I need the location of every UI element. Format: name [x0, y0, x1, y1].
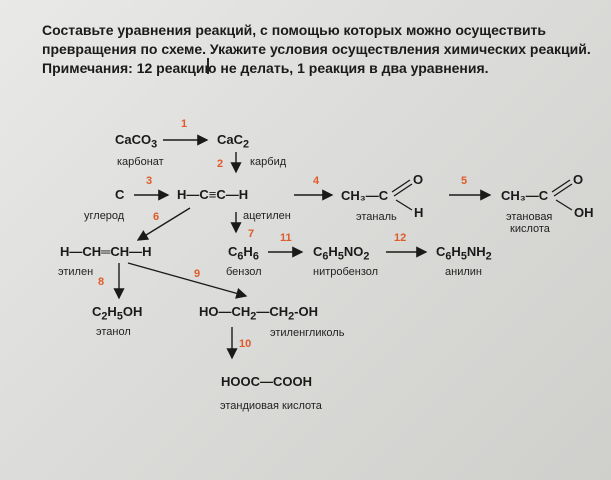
name-aniline: анилин: [445, 266, 482, 278]
reaction-number-10: 10: [239, 338, 252, 350]
acid-oxygen: O: [573, 172, 584, 187]
name-ethylene-glycol: этиленгликоль: [270, 327, 345, 339]
reaction-number-8: 8: [98, 276, 105, 288]
task-line-1: Составьте уравнения реакций, с помощью к…: [42, 22, 547, 38]
reaction-number-6: 6: [153, 211, 160, 223]
task-line-3: Примечания: 12 реакцию не делать, 1 реак…: [42, 60, 489, 76]
formula-ethylene-glycol: HO—CH2—CH2-OH: [199, 304, 318, 323]
formula-nitrobenzene: C6H5NO2: [313, 244, 370, 263]
name-oxalic-acid: этандиовая кислота: [220, 400, 322, 412]
formula-ethanal: CH₃—C: [341, 188, 389, 203]
name-carbide: карбид: [250, 156, 287, 168]
ethanal-double-bond-a: [391, 179, 411, 193]
formula-cac2: CaC2: [217, 132, 250, 151]
formula-caco3: CaCO3: [115, 132, 158, 151]
ethanal-oxygen: O: [413, 172, 424, 187]
name-acetylene: ацетилен: [243, 210, 291, 222]
reaction-number-11: 11: [280, 232, 292, 244]
reaction-number-9: 9: [194, 268, 201, 280]
formula-carbon: C: [115, 187, 125, 202]
reaction-number-12: 12: [394, 232, 407, 244]
text-cursor: [207, 58, 209, 74]
formula-ethylene: H—CH═CH—H: [60, 244, 152, 259]
arrow-9: [127, 262, 248, 299]
formula-aniline: C6H5NH2: [436, 244, 492, 263]
reaction-number-7: 7: [248, 228, 255, 240]
name-carbon: углерод: [84, 210, 125, 222]
ethanal-double-bond-b: [393, 183, 413, 197]
ethanal-single-bond: [395, 199, 413, 211]
name-nitrobenzene: нитробензол: [313, 266, 379, 278]
acid-double-bond-b: [553, 183, 573, 197]
reaction-number-4: 4: [313, 175, 320, 187]
name-ethylene: этилен: [58, 266, 94, 278]
formula-ethanoic-acid: CH₃—C: [501, 188, 549, 203]
name-ethanoic-2: кислота: [510, 223, 550, 235]
name-carbonate: карбонат: [117, 156, 164, 168]
reaction-number-1: 1: [181, 118, 188, 130]
formula-ethanol: C2H5OH: [92, 304, 143, 323]
acid-single-bond: [555, 199, 573, 211]
reaction-number-2: 2: [217, 158, 224, 170]
reaction-number-3: 3: [146, 175, 153, 187]
reaction-number-5: 5: [461, 175, 468, 187]
name-ethanal: этаналь: [356, 211, 397, 223]
formula-oxalic-acid: HOOC—COOH: [221, 374, 312, 389]
ethanal-hydrogen: H: [414, 205, 424, 220]
task-line-2: превращения по схеме. Укажите условия ос…: [42, 41, 591, 57]
acid-double-bond-a: [551, 179, 571, 193]
name-benzene: бензол: [226, 266, 262, 278]
acid-hydroxyl: OH: [574, 205, 594, 220]
formula-acetylene: H—C≡C—H: [177, 187, 249, 202]
name-ethanol: этанол: [96, 326, 131, 338]
name-ethanoic-1: этановая: [506, 211, 553, 223]
arrow-6: [136, 207, 191, 241]
formula-benzene: C6H6: [228, 244, 259, 263]
